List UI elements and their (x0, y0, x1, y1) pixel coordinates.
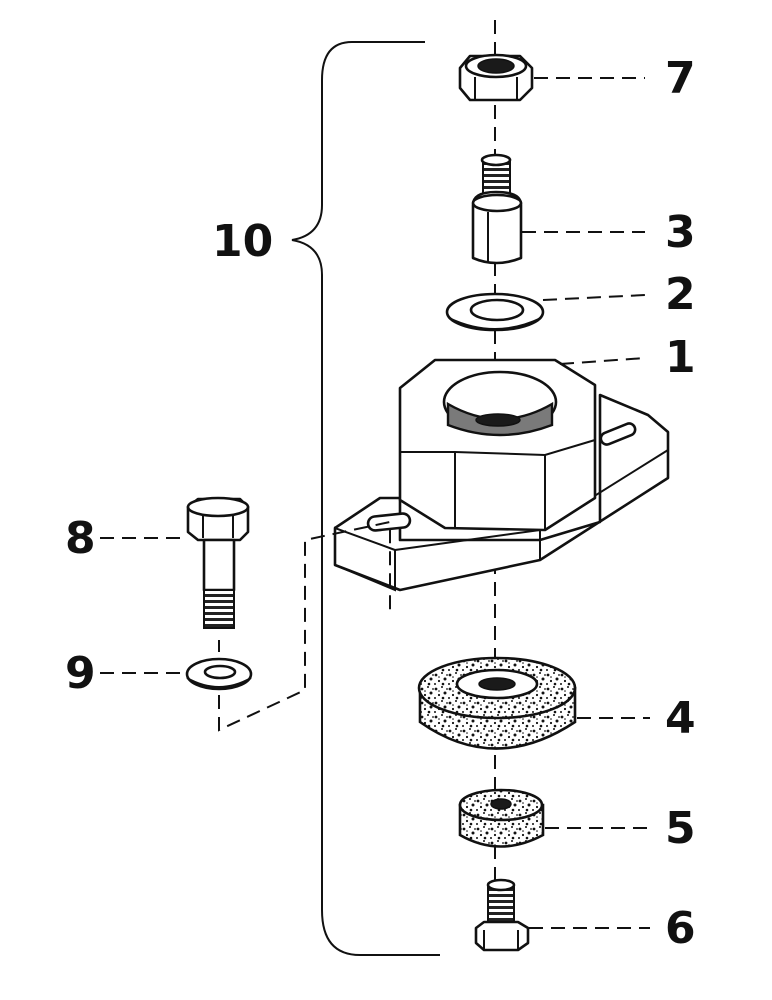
part-5-small-ring (458, 788, 545, 848)
callout-2: 2 (665, 269, 696, 320)
bolt-path-line (218, 520, 391, 732)
part-8-bolt (186, 496, 250, 629)
callout-numbers: 1 2 3 4 5 6 7 8 9 10 (65, 53, 696, 954)
part-2-washer (445, 292, 545, 332)
leader-lines (100, 77, 650, 929)
callout-4: 4 (665, 693, 696, 744)
part-3-sleeve (471, 153, 523, 265)
callout-6: 6 (665, 903, 696, 954)
callout-5: 5 (665, 803, 696, 854)
callout-10: 10 (212, 216, 273, 267)
callout-7: 7 (665, 53, 696, 104)
part-1-housing (333, 358, 670, 592)
part-6-screw (474, 878, 530, 952)
part-7-nut (458, 53, 534, 102)
part-4-rubber-ring (417, 656, 577, 750)
callout-1: 1 (665, 332, 696, 383)
callout-8: 8 (65, 513, 96, 564)
part-9-washer (185, 657, 253, 691)
callout-9: 9 (65, 648, 96, 699)
assembly-bracket (291, 41, 440, 956)
callout-3: 3 (665, 207, 696, 258)
